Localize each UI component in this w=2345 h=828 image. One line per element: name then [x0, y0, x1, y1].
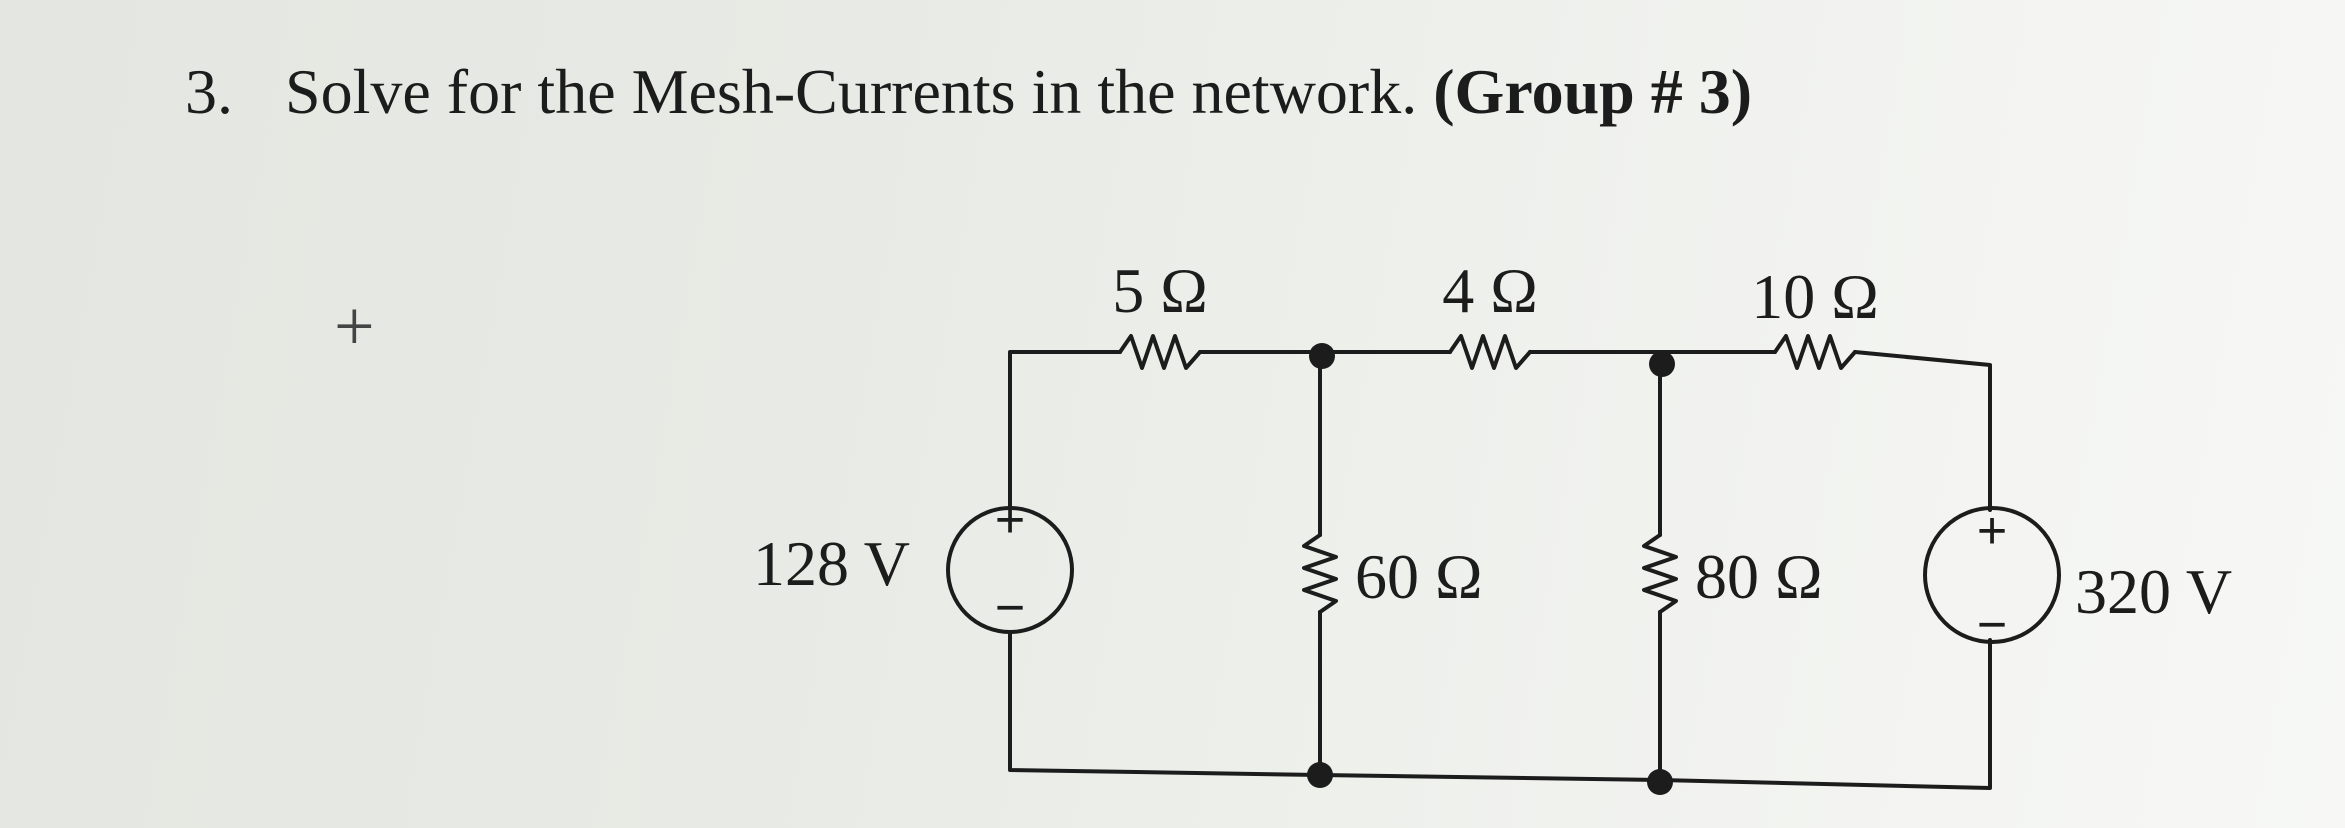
label-r-10: 10 Ω: [1751, 261, 1879, 332]
resistor-4-ohm: [1448, 334, 1532, 370]
label-r-4: 4 Ω: [1442, 255, 1538, 326]
label-v-128: 128 V: [753, 528, 910, 599]
top-wire-right: [1853, 350, 1992, 512]
resistor-60-ohm: [1302, 533, 1338, 614]
node-top-1: [1309, 343, 1335, 369]
problem-group: (Group # 3): [1433, 56, 1753, 127]
v-left-plus: +: [995, 491, 1025, 549]
node-top-2: [1649, 351, 1675, 377]
label-v-320: 320 V: [2075, 556, 2232, 627]
v-right-plus: +: [1977, 502, 2007, 560]
node-bottom-1: [1307, 762, 1333, 788]
node-bottom-2: [1647, 769, 1673, 795]
label-r-5: 5 Ω: [1112, 255, 1208, 326]
v-right-minus: −: [1977, 596, 2007, 654]
voltage-source-128v: [946, 506, 1074, 634]
bottom-wire: [1318, 638, 1992, 790]
problem-statement: 3. Solve for the Mesh-Currents in the ne…: [185, 55, 1752, 129]
problem-text: Solve for the Mesh-Currents in the netwo…: [285, 56, 1418, 127]
voltage-source-320v: [1923, 506, 2061, 644]
margin-plus-mark: +: [334, 286, 375, 366]
top-wire-left: [1008, 350, 1122, 510]
resistor-80-ohm: [1642, 533, 1678, 614]
label-r-80: 80 Ω: [1695, 541, 1823, 612]
problem-number: 3.: [185, 56, 233, 127]
label-r-60: 60 Ω: [1355, 541, 1483, 612]
v-left-minus: −: [995, 579, 1025, 637]
resistor-5-ohm: [1118, 334, 1202, 370]
resistor-10-ohm: [1773, 334, 1857, 370]
left-wire-bottom: [1008, 630, 1322, 777]
